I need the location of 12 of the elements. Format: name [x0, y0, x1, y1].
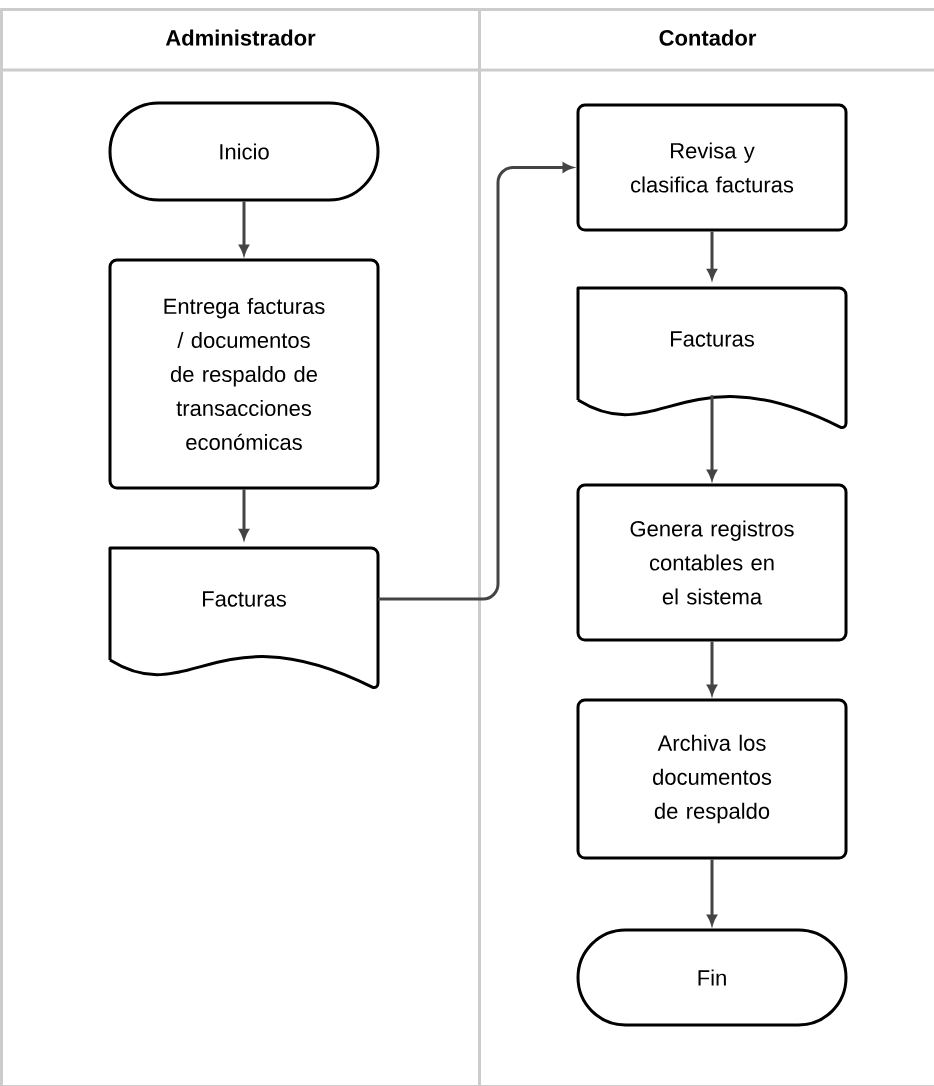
- arrow: [707, 395, 717, 480]
- document-shape: Facturas: [108, 546, 380, 690]
- process-box: Revisa y clasifica facturas: [576, 103, 848, 232]
- arrow: [707, 231, 717, 280]
- arrow: [239, 489, 249, 540]
- process-box: Entrega facturas / documentos de respaldo de transacciones económicas: [108, 258, 380, 490]
- arrow: [707, 641, 717, 695]
- process-box: Archiva los documentos de respaldo: [576, 698, 848, 860]
- arrow: [239, 201, 249, 255]
- arrow: [707, 859, 717, 925]
- process-box: Genera registros contables en el sistema: [576, 483, 848, 642]
- document-shape: Facturas: [576, 286, 848, 430]
